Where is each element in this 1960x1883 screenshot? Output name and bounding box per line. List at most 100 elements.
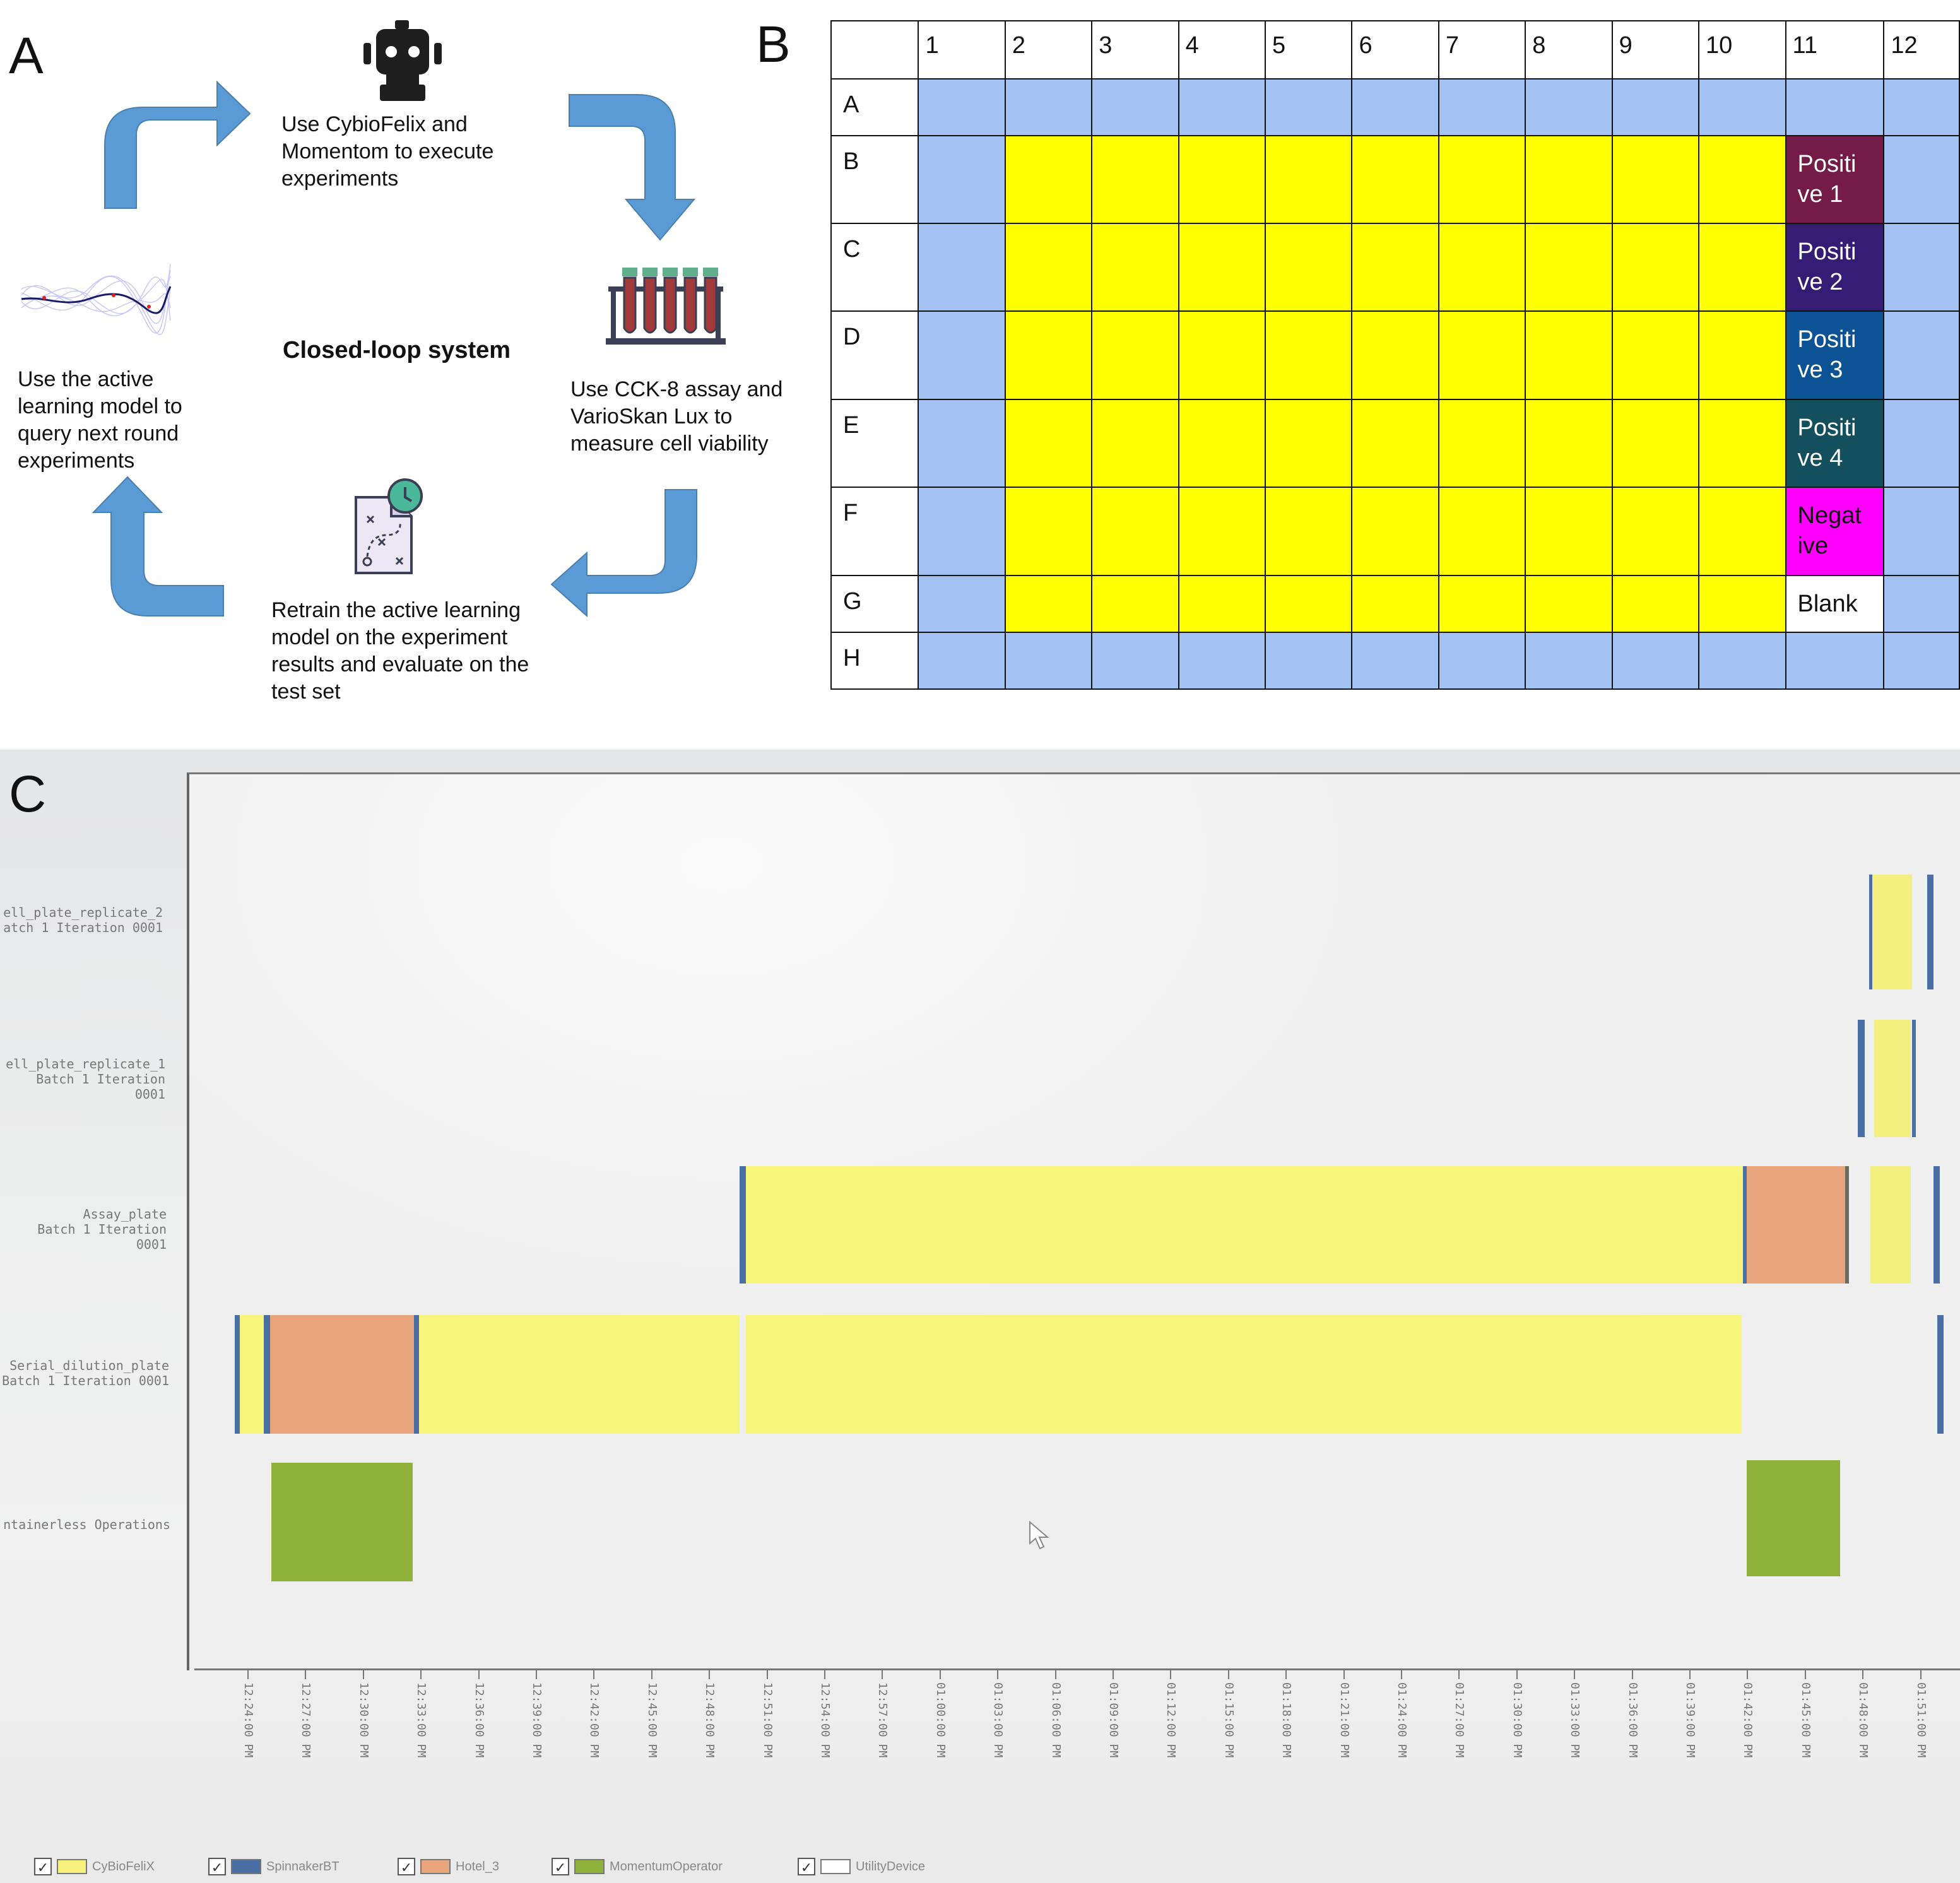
- legend-swatch: [57, 1859, 87, 1874]
- positive-1-well: Positi ve 1: [1785, 135, 1885, 224]
- spinnakerbt-bar: [740, 1166, 746, 1284]
- spinnakerbt-bar: [1927, 875, 1933, 989]
- time-tick-mark: [536, 1670, 537, 1679]
- row-label-line: Batch 1 Iteration 0001: [36, 1071, 165, 1102]
- legend-item[interactable]: ✓ MomentumOperator: [552, 1855, 723, 1878]
- control-label: ve 1: [1797, 181, 1843, 208]
- legend-checkbox[interactable]: ✓: [552, 1858, 569, 1875]
- time-tick-label: 01:18:00 PM: [1280, 1682, 1294, 1758]
- time-tick-mark: [1516, 1670, 1518, 1679]
- cycle-arrow-icon: [92, 80, 697, 618]
- momentumoperator-bar: [1747, 1460, 1840, 1576]
- sample-well: [1351, 399, 1439, 488]
- cybiofelix-bar: [1870, 1166, 1911, 1284]
- time-tick-label: 12:33:00 PM: [415, 1682, 428, 1758]
- spinnakerbt-bar: [1937, 1315, 1944, 1434]
- edge-well: [1698, 632, 1786, 690]
- legend-item[interactable]: ✓ SpinnakerBT: [208, 1855, 339, 1878]
- sample-well: [1351, 575, 1439, 633]
- time-axis-line: [194, 1668, 1960, 1670]
- time-tick-mark: [997, 1670, 999, 1679]
- time-tick-label: 01:15:00 PM: [1222, 1682, 1236, 1758]
- time-tick-mark: [824, 1670, 825, 1679]
- legend-checkbox[interactable]: ✓: [798, 1858, 815, 1875]
- robot-icon: [363, 20, 442, 101]
- edge-well: [1004, 78, 1093, 136]
- time-tick-mark: [1401, 1670, 1402, 1679]
- row-header: C: [830, 223, 919, 312]
- edge-well: [1351, 632, 1439, 690]
- time-tick-label: 01:03:00 PM: [991, 1682, 1005, 1758]
- edge-well: [1178, 632, 1266, 690]
- sample-well: [1178, 487, 1266, 576]
- sample-well: [1525, 223, 1613, 312]
- closed-loop-title: Closed-loop system: [283, 337, 511, 363]
- legend-checkbox[interactable]: ✓: [398, 1858, 415, 1875]
- legend-item[interactable]: ✓ UtilityDevice: [798, 1855, 925, 1878]
- legend-item[interactable]: ✓Hotel_3: [398, 1855, 499, 1878]
- time-tick-label: 01:24:00 PM: [1395, 1682, 1408, 1758]
- time-tick-label: 01:42:00 PM: [1741, 1682, 1755, 1758]
- time-tick-label: 01:12:00 PM: [1164, 1682, 1178, 1758]
- edge-well: [1438, 78, 1526, 136]
- sample-well: [1438, 223, 1526, 312]
- edge-well: [1785, 78, 1885, 136]
- time-tick-label: 12:39:00 PM: [530, 1682, 543, 1758]
- time-tick-label: 01:39:00 PM: [1684, 1682, 1697, 1758]
- sample-well: [1091, 487, 1179, 576]
- sample-well: [1611, 310, 1700, 400]
- time-tick-label: 01:06:00 PM: [1049, 1682, 1063, 1758]
- legend-checkbox[interactable]: ✓: [208, 1858, 226, 1875]
- legend-label: SpinnakerBT: [266, 1859, 339, 1874]
- sample-well: [1265, 135, 1353, 224]
- row-label-line: Batch 1 Iteration 0001: [37, 1222, 167, 1252]
- sample-well: [1004, 487, 1093, 576]
- time-tick-mark: [939, 1670, 941, 1679]
- control-label: ive: [1797, 533, 1829, 559]
- legend-checkbox[interactable]: ✓: [34, 1858, 52, 1875]
- sample-well: [1004, 223, 1093, 312]
- time-tick-label: 12:45:00 PM: [645, 1682, 659, 1758]
- cybiofelix-bar: [240, 1315, 264, 1434]
- sample-well: [1091, 135, 1179, 224]
- blank-well: Blank: [1785, 575, 1885, 633]
- legend-label: MomentumOperator: [610, 1859, 723, 1874]
- arrow-top-left: [104, 80, 251, 209]
- arrow-bottom-right: [550, 489, 697, 618]
- edge-well: [1883, 487, 1960, 576]
- legend-item[interactable]: ✓CyBioFeliX: [34, 1855, 155, 1878]
- legend-label: UtilityDevice: [856, 1859, 926, 1874]
- row-header: A: [830, 78, 919, 136]
- column-header: 4: [1178, 20, 1266, 80]
- edge-well: [918, 310, 1006, 400]
- sample-well: [1351, 310, 1439, 400]
- control-label: Negat: [1797, 502, 1862, 529]
- control-label: ve 3: [1797, 357, 1843, 383]
- row-label-line: atch 1 Iteration 0001: [3, 920, 163, 935]
- step-retrain-text: Retrain the active learning model on the…: [271, 598, 529, 704]
- legend-items: ✓CyBioFeliX✓SpinnakerBT✓Hotel_3✓Momentum…: [34, 1855, 1738, 1878]
- cybiofelix-bar: [419, 1315, 740, 1434]
- step-query-text: Use the active learning model to query n…: [18, 367, 182, 473]
- sample-well: [1438, 487, 1526, 576]
- time-tick-mark: [651, 1670, 652, 1679]
- row-header: G: [830, 575, 919, 633]
- row-label-line: Assay_plate: [83, 1207, 167, 1222]
- time-tick-mark: [1574, 1670, 1576, 1679]
- time-tick-label: 12:36:00 PM: [472, 1682, 486, 1758]
- strategy-document-icon: [355, 478, 423, 574]
- sample-well: [1004, 399, 1093, 488]
- control-label: Positi: [1797, 151, 1857, 177]
- time-tick-mark: [882, 1670, 883, 1679]
- sample-well: [1698, 575, 1786, 633]
- legend-swatch: [420, 1859, 451, 1874]
- edge-well: [918, 575, 1006, 633]
- time-tick-mark: [709, 1670, 711, 1679]
- sample-well: [1004, 310, 1093, 400]
- row-label-cell-plate-replicate-2: ell_plate_replicate_2 atch 1 Iteration 0…: [0, 905, 163, 935]
- edge-well: [1698, 78, 1786, 136]
- sample-well: [1004, 575, 1093, 633]
- spinnakerbt-bar: [1933, 1166, 1940, 1284]
